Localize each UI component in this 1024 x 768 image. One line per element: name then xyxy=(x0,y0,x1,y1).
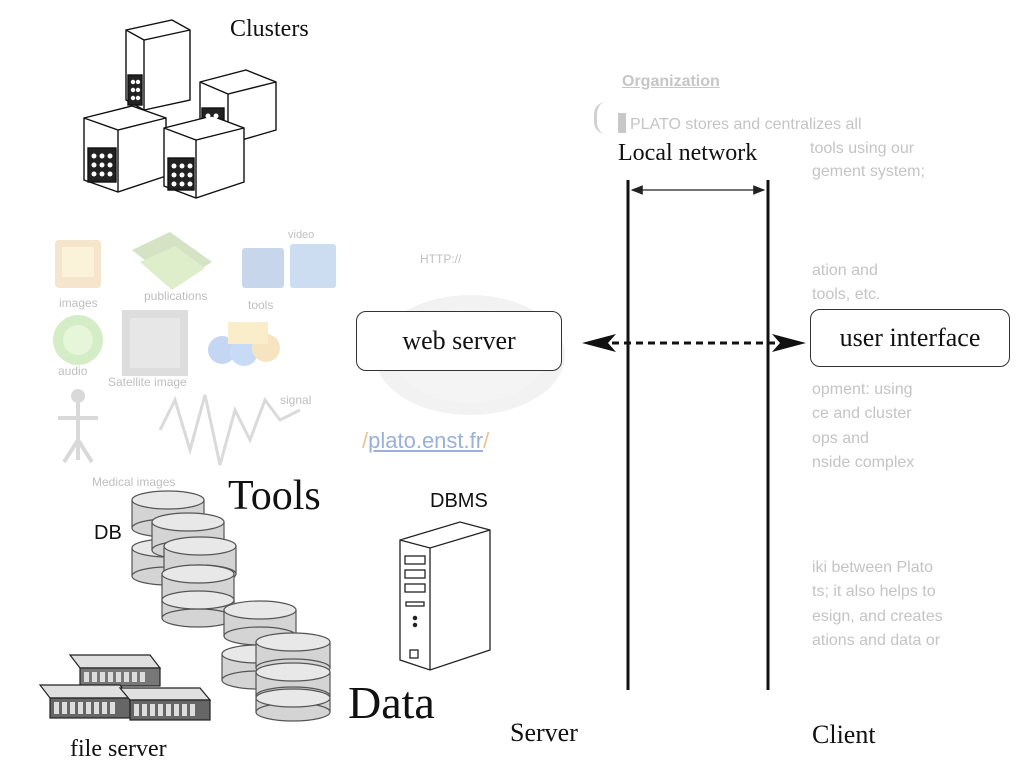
data-cylinders xyxy=(221,600,331,722)
dbms-label: DBMS xyxy=(430,490,488,512)
media-label-satellite: Satellite image xyxy=(108,375,187,389)
media-icons xyxy=(53,232,336,466)
bg-line-5: tools, etc. xyxy=(812,286,881,303)
arrowhead-right xyxy=(772,334,806,352)
db-label: DB xyxy=(94,522,122,544)
bg-heading: Organization xyxy=(622,73,720,90)
url-text[interactable]: plato.enst.fr xyxy=(368,428,484,453)
file-server-label: file server xyxy=(70,736,167,762)
data-label: Data xyxy=(348,677,435,728)
arrowhead-left xyxy=(582,334,616,352)
bg-line-9: nside complex xyxy=(812,454,915,471)
local-network-label: Local network xyxy=(618,140,758,166)
bg-line-3: gement system; xyxy=(812,163,925,180)
bg-line-1: PLATO stores and centralizes all xyxy=(630,116,862,133)
media-label-signal: signal xyxy=(280,393,312,407)
bg-line-2: tools using our xyxy=(810,140,915,157)
media-label-audio: audio xyxy=(58,364,88,378)
web-server-label: web server xyxy=(402,326,516,355)
cluster-vents xyxy=(91,79,219,187)
bg-bracket xyxy=(594,102,607,134)
bg-line-10: iki between Plato xyxy=(812,559,933,576)
bg-line-11: ts; it also helps to xyxy=(812,583,936,600)
clusters-label: Clusters xyxy=(230,16,309,42)
bg-line-6: opment: using xyxy=(812,381,913,398)
bg-line-13: ations and data or xyxy=(812,632,941,649)
bg-line-7: ce and cluster xyxy=(812,405,912,422)
url-link[interactable]: /plato.enst.fr/ xyxy=(362,428,490,453)
dbms-tower xyxy=(399,521,491,671)
bg-line-4: ation and xyxy=(812,262,878,279)
user-interface-box[interactable]: user interface xyxy=(810,309,1010,367)
tools-label: Tools xyxy=(228,473,321,519)
web-server-box[interactable]: web server xyxy=(356,311,562,371)
http-label: HTTP:// xyxy=(420,252,462,266)
clusters-drawing xyxy=(83,19,277,199)
media-label-tools: tools xyxy=(248,298,274,312)
media-label-video: video xyxy=(288,229,315,241)
file-server-racks xyxy=(38,654,212,721)
media-label-publications: publications xyxy=(144,289,208,303)
user-interface-label: user interface xyxy=(839,323,981,352)
media-label-medical: Medical images xyxy=(92,475,176,489)
bg-bullet xyxy=(618,113,626,133)
server-label: Server xyxy=(510,718,578,747)
bg-line-8: ops and xyxy=(812,430,869,447)
bg-line-12: esign, and creates xyxy=(812,608,943,625)
media-label-images: images xyxy=(59,296,98,310)
db-cylinders xyxy=(131,490,237,628)
client-label: Client xyxy=(812,720,876,749)
